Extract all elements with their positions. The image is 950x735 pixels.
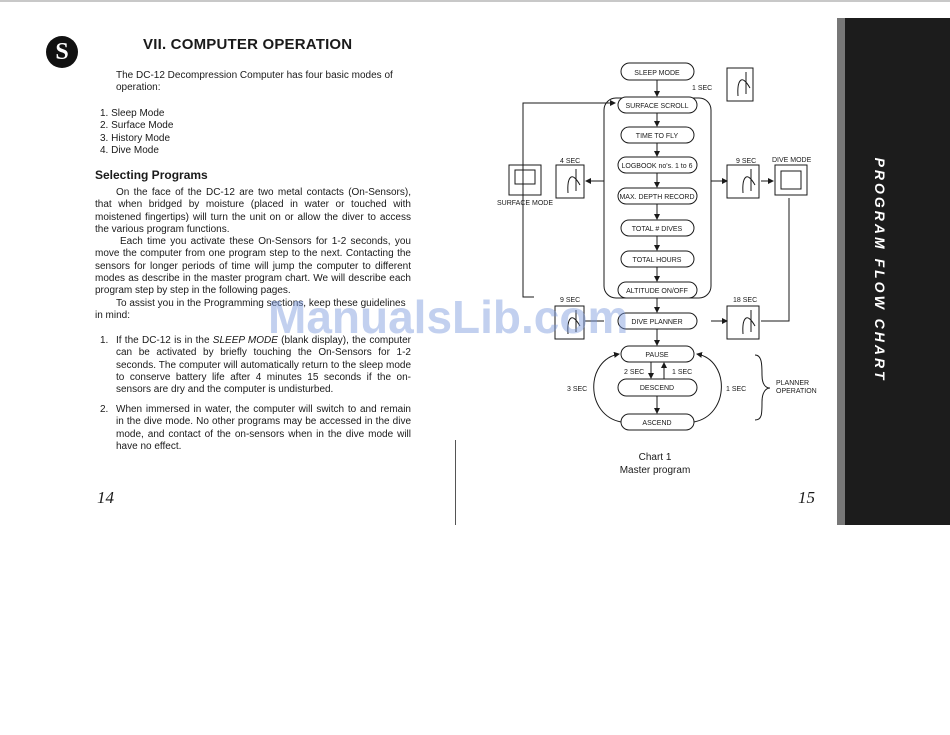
surface-mode-caption: SURFACE MODE (497, 200, 553, 207)
item-1-number: 1. (100, 335, 109, 346)
hand-sensor-icon (554, 305, 585, 340)
pause-node (620, 345, 695, 363)
timing-label: 9 SEC (736, 158, 756, 165)
intro-text: The DC-12 Decompression Computer has fou… (116, 70, 393, 94)
pause-label: PAUSE (645, 352, 669, 359)
top-rule (0, 0, 950, 2)
paragraph-1: On the face of the DC-12 are two metal c… (95, 187, 411, 235)
descend-label: DESCEND (640, 385, 674, 392)
hand-sensor-icon (726, 164, 760, 199)
timing-label: 18 SEC (733, 297, 757, 304)
section-title: Selecting Programs (95, 168, 208, 182)
surface-scroll-label: SURFACE SCROLL (625, 103, 688, 110)
item-2-text: When immersed in water, the computer wil… (116, 404, 411, 452)
dive-planner-label: DIVE PLANNER (631, 319, 682, 326)
timing-label: 3 SEC (567, 386, 587, 393)
planner-operation-caption: OPERATION (776, 388, 817, 395)
timing-label: 1 SEC (692, 85, 712, 92)
timing-label: 1 SEC (672, 369, 692, 376)
paragraph-3: To assist you in the Programming section… (95, 298, 406, 322)
chart-caption-title: Chart 1 (638, 452, 672, 463)
item-1-text: If the DC-12 is in the SLEEP MODE (blank… (116, 335, 411, 396)
dive-mode-caption: DIVE MODE (772, 157, 812, 164)
list-item: 4. Dive Mode (100, 144, 159, 156)
page-title: VII. COMPUTER OPERATION (143, 36, 353, 53)
page-number-left: 14 (97, 488, 114, 507)
chart-caption-subtitle: Master program (619, 464, 691, 476)
planner-operation-caption: PLANNER (776, 380, 809, 387)
timing-label: 2 SEC (624, 369, 644, 376)
hand-sensor-icon (726, 305, 760, 340)
item-2-number: 2. (100, 404, 109, 415)
paragraph-2: Each time you activate these On-Sensors … (95, 236, 411, 297)
max-depth-label: MAX. DEPTH RECORD (619, 194, 694, 201)
total-dives-label: TOTAL # DIVES (632, 226, 683, 233)
altitude-label: ALTITUDE ON/OFF (626, 288, 688, 295)
modes-list: 1. Sleep Mode 2. Surface Mode 3. History… (100, 108, 173, 157)
hand-sensor-icon (726, 67, 754, 102)
list-item: 1. Sleep Mode (100, 108, 165, 119)
section-sidebar (845, 18, 950, 525)
hand-sensor-icon (555, 164, 585, 199)
chart-caption: Chart 1 Master program (605, 452, 705, 477)
sleep-mode-label: SLEEP MODE (634, 70, 680, 77)
sidebar-edge (837, 18, 845, 525)
planner-brace (754, 354, 771, 421)
page-number-right: 15 (798, 488, 815, 507)
timing-label: 1 SEC (726, 386, 746, 393)
watermark: ManualsLib.com (268, 291, 629, 343)
list-item: 3. History Mode (100, 132, 171, 144)
brand-logo: S (46, 36, 78, 68)
logbook-label: LOGBOOK no's. 1 to 6 (622, 163, 693, 170)
surface-mode-icon (508, 164, 542, 196)
dive-mode-icon (774, 164, 808, 196)
time-to-fly-label: TIME TO FLY (636, 133, 679, 140)
total-hours-label: TOTAL HOURS (633, 257, 682, 264)
timing-label: 4 SEC (560, 158, 580, 165)
list-item: 2. Surface Mode (100, 120, 174, 132)
ascend-label: ASCEND (642, 420, 671, 427)
page-gutter (455, 440, 456, 525)
timing-label: 9 SEC (560, 297, 580, 304)
